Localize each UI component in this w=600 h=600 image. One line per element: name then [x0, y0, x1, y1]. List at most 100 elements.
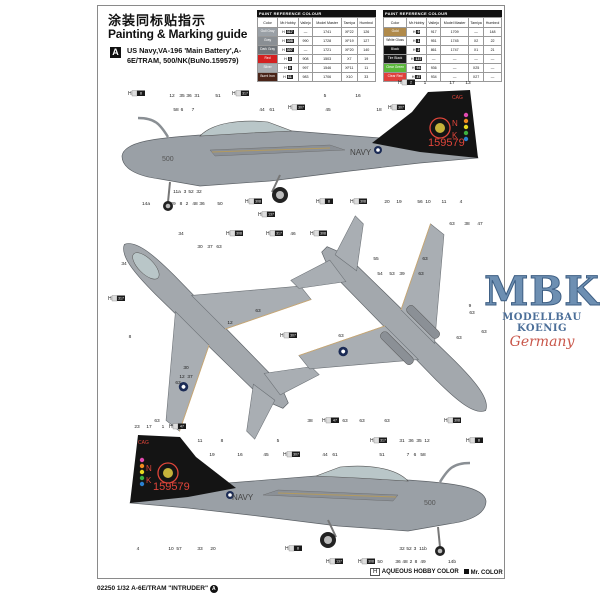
mr-color-chip — [267, 211, 275, 217]
hobby-color-chip — [229, 230, 236, 237]
hobby-color-prefix: H — [350, 199, 354, 205]
hobby-color-chip — [288, 545, 295, 552]
part-callout-number: 7 — [192, 107, 195, 113]
mr-color-chip — [367, 558, 375, 564]
part-callout-number: 47 — [477, 221, 483, 227]
part-callout-number: 63 — [418, 271, 424, 277]
mr-hobby-code: 3 — [287, 57, 292, 61]
part-callout-number: 12 — [227, 320, 233, 326]
part-callout-number: 20 — [384, 199, 390, 205]
paint-code: 8 — [328, 200, 330, 204]
humbrol-cell: 33 — [356, 72, 377, 82]
paint-code: 308 — [255, 200, 261, 204]
mr-color-chip — [297, 104, 305, 110]
top-view — [56, 176, 355, 475]
paint-chip-callout: H 317 — [108, 295, 125, 302]
part-callout-number: 30 — [197, 244, 203, 250]
part-callout-number: 63 — [456, 335, 462, 341]
hobby-color-chip — [361, 558, 368, 565]
hobby-color-prefix: H — [310, 231, 314, 237]
legend-mr-label: Mr. COLOR — [470, 570, 503, 576]
part-callout-number: 11 — [198, 438, 203, 444]
part-callout-number: 12 — [179, 374, 185, 380]
hobby-color-prefix: H — [358, 559, 362, 565]
part-callout-number: 63 — [449, 221, 455, 227]
part-callout-number: 63 — [342, 418, 348, 424]
paint-code: 8 — [478, 439, 480, 443]
mr-color-chip — [335, 558, 343, 564]
part-callout-number: 63 — [175, 380, 181, 386]
modex-bottom: 500 — [424, 500, 436, 507]
paint-code: 317 — [380, 439, 386, 443]
part-callout-number: 3 — [414, 546, 417, 552]
hobby-color-prefix: H — [370, 438, 374, 444]
part-callout-number: 31 — [194, 93, 200, 99]
part-callout-number: 52 — [188, 189, 194, 195]
hobby-color-chip — [447, 417, 454, 424]
marking-option-badge: A — [110, 47, 121, 58]
mr-color-chip — [359, 198, 367, 204]
paint-chip-callout: H 317 — [370, 437, 387, 444]
part-callout-number: 4 — [137, 546, 140, 552]
hobby-color-chip — [325, 417, 332, 424]
part-callout-number: 49 — [420, 559, 426, 565]
watermark-modellbau: MODELLBAU KOENIG — [502, 312, 582, 334]
legend-hobby-label: AQUEOUS HOBBY COLOR — [381, 569, 459, 575]
part-callout-number: 1 — [424, 80, 427, 86]
mr-color-chip — [241, 90, 249, 96]
paint-code: 308 — [454, 419, 460, 423]
paint-code: 47 — [180, 425, 184, 429]
paint-code: 308 — [368, 560, 374, 564]
hobby-color-prefix: H — [258, 212, 262, 218]
tail-serial-bottom: 159579 — [153, 481, 190, 493]
part-callout-number: 45 — [325, 107, 331, 113]
part-callout-number: 63 — [359, 418, 365, 424]
hobby-color-prefix: H — [245, 199, 249, 205]
mr-color-chip — [475, 437, 483, 443]
tail-code-n-bottom: N — [146, 464, 152, 473]
hobby-color-prefix: H — [128, 91, 132, 97]
part-callout-number: 19 — [209, 452, 215, 458]
hobby-color-prefix: H — [232, 91, 236, 97]
part-callout-number: 37 — [187, 374, 193, 380]
mr-color-chip — [178, 423, 186, 429]
mr-hobby-code: 137 — [414, 57, 423, 61]
hobby-color-prefix: H — [108, 296, 112, 302]
paint-code: 8 — [140, 92, 142, 96]
part-callout-number: 6 — [181, 107, 184, 113]
part-callout-number: 58 — [420, 452, 426, 458]
mr-color-chip — [331, 417, 339, 423]
part-callout-number: 63 — [338, 333, 344, 339]
hobby-color-chip — [235, 90, 242, 97]
paint-table-title: PAINT REFERENCE COLOUR — [383, 10, 502, 17]
hobby-color-chip — [329, 558, 336, 565]
mr-color-chip — [319, 230, 327, 236]
mr-hobby-code: 9 — [416, 30, 421, 34]
hobby-color-chip — [111, 295, 118, 302]
paint-code: 307 — [290, 334, 296, 338]
hobby-color-chip — [401, 79, 408, 86]
paint-code: 317 — [118, 297, 124, 301]
part-callout-number: 44 — [259, 107, 265, 113]
paint-code: 2 — [410, 81, 412, 85]
part-callout-number: 36 — [408, 438, 414, 444]
hobby-color-prefix: H — [388, 105, 392, 111]
part-callout-number: 16 — [237, 452, 243, 458]
mr-color-chip — [379, 437, 387, 443]
part-callout-number: 9 — [469, 303, 472, 309]
vallejo-cell: 934 — [426, 72, 442, 82]
part-callout-number: 38 — [307, 418, 313, 424]
hobby-color-chip — [286, 451, 293, 458]
paint-table-title: PAINT REFERENCE COLOUR — [257, 10, 376, 17]
hobby-color-prefix: H — [280, 333, 284, 339]
hobby-color-chip — [283, 332, 290, 339]
